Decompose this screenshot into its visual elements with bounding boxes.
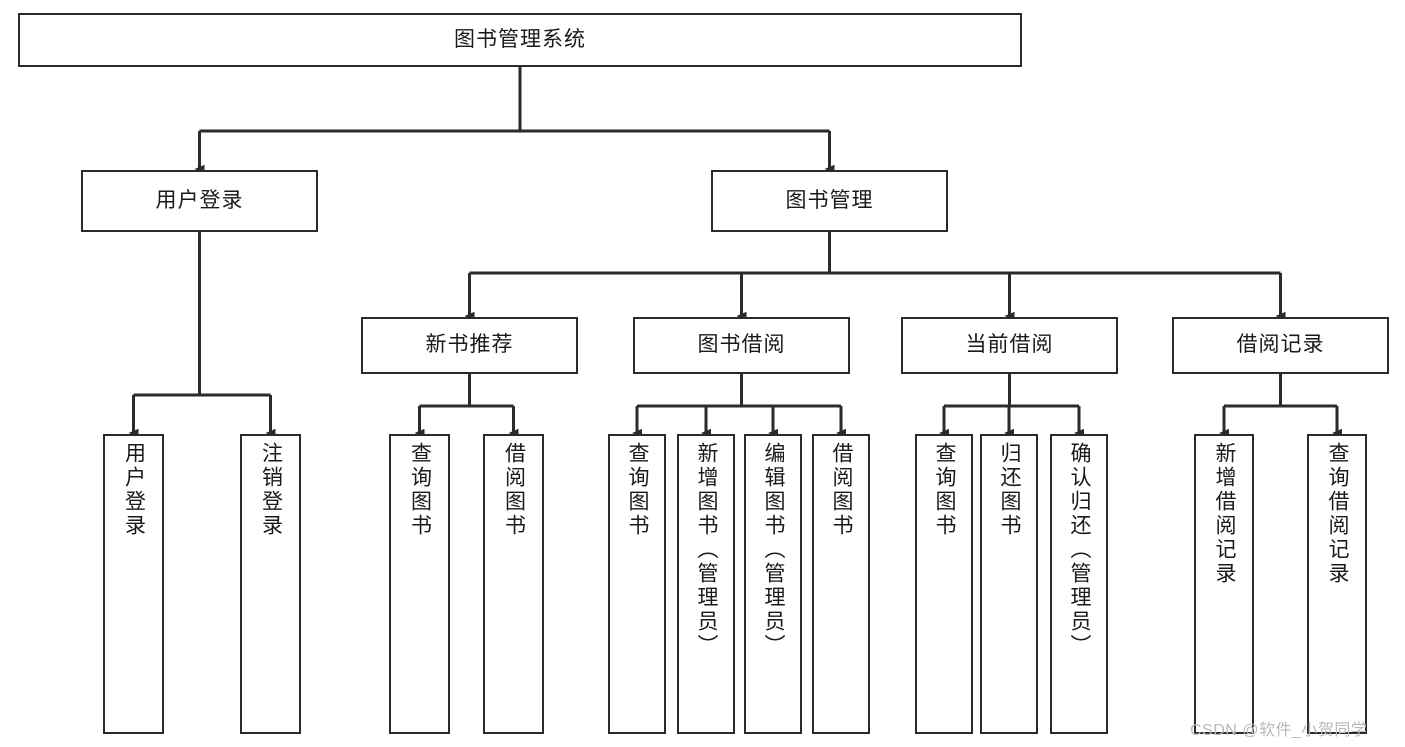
csdn-watermark: CSDN @软件_小贺同学 bbox=[1190, 722, 1368, 739]
node-user-login[interactable]: 用户登录 bbox=[81, 170, 318, 232]
node-label: 图书管理 bbox=[785, 188, 874, 212]
leaf-label: 用户登录 bbox=[122, 442, 146, 538]
node-book-manage[interactable]: 图书管理 bbox=[711, 170, 948, 232]
leaf-user-logout[interactable]: 注销登录 bbox=[240, 434, 301, 734]
node-label: 图书借阅 bbox=[697, 333, 786, 357]
leaf-return-book[interactable]: 归还图书 bbox=[980, 434, 1038, 734]
leaf-label: 新增借阅记录 bbox=[1213, 442, 1237, 586]
node-label: 新书推荐 bbox=[425, 333, 514, 357]
leaf-label: 编辑图书（管理员） bbox=[762, 442, 786, 658]
node-root-图书管理系统[interactable]: 图书管理系统 bbox=[18, 13, 1022, 67]
leaf-label: 查询图书 bbox=[626, 442, 650, 538]
node-label: 借阅记录 bbox=[1236, 333, 1325, 357]
node-borrow-record[interactable]: 借阅记录 bbox=[1172, 317, 1389, 374]
node-new-book-rec[interactable]: 新书推荐 bbox=[361, 317, 578, 374]
leaf-add-record[interactable]: 新增借阅记录 bbox=[1194, 434, 1254, 734]
leaf-confirm-return[interactable]: 确认归还（管理员） bbox=[1050, 434, 1108, 734]
leaf-label: 归还图书 bbox=[998, 442, 1022, 538]
leaf-label: 确认归还（管理员） bbox=[1068, 442, 1092, 658]
leaf-query-book-2[interactable]: 查询图书 bbox=[608, 434, 666, 734]
leaf-label: 借阅图书 bbox=[830, 442, 854, 538]
node-label: 当前借阅 bbox=[965, 333, 1054, 357]
node-label: 用户登录 bbox=[155, 188, 244, 212]
leaf-label: 注销登录 bbox=[259, 442, 283, 538]
node-book-borrow[interactable]: 图书借阅 bbox=[633, 317, 850, 374]
leaf-edit-book[interactable]: 编辑图书（管理员） bbox=[744, 434, 802, 734]
leaf-label: 查询图书 bbox=[408, 442, 432, 538]
node-current-borrow[interactable]: 当前借阅 bbox=[901, 317, 1118, 374]
leaf-label: 借阅图书 bbox=[502, 442, 526, 538]
leaf-borrow-book-1[interactable]: 借阅图书 bbox=[483, 434, 544, 734]
leaf-query-book-3[interactable]: 查询图书 bbox=[915, 434, 973, 734]
node-label: 图书管理系统 bbox=[454, 27, 586, 51]
leaf-add-book[interactable]: 新增图书（管理员） bbox=[677, 434, 735, 734]
leaf-label: 查询借阅记录 bbox=[1326, 442, 1350, 586]
leaf-borrow-book-2[interactable]: 借阅图书 bbox=[812, 434, 870, 734]
leaf-user-login[interactable]: 用户登录 bbox=[103, 434, 164, 734]
leaf-query-record[interactable]: 查询借阅记录 bbox=[1307, 434, 1367, 734]
leaf-label: 查询图书 bbox=[933, 442, 957, 538]
leaf-query-book-1[interactable]: 查询图书 bbox=[389, 434, 450, 734]
leaf-label: 新增图书（管理员） bbox=[695, 442, 719, 658]
